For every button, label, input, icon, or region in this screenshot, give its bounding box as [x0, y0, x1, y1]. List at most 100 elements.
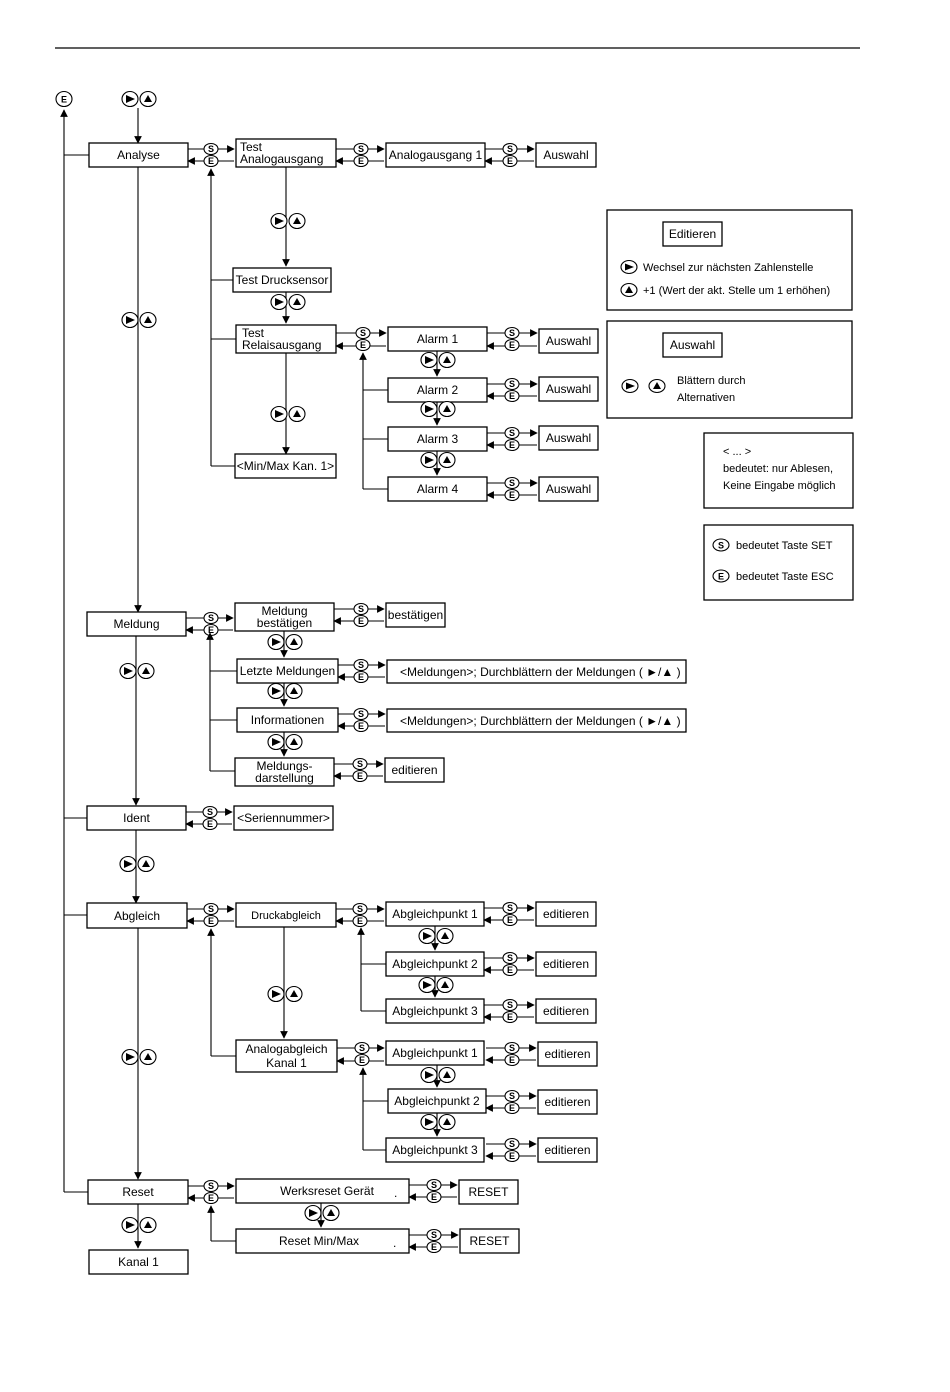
- menu-box-editieren-a3: [537, 1137, 598, 1163]
- right-up-keys-icon: [420, 400, 456, 418]
- menu-label-reset-minmax-dot: .: [393, 1236, 396, 1250]
- menu-label-abgleichpunkt-a3: Abgleichpunkt 3: [392, 1143, 478, 1157]
- right-up-keys-icon: [270, 293, 306, 311]
- menu-label-reset-1: RESET: [468, 1185, 509, 1199]
- menu-box-letzte-meldungen: [236, 658, 339, 684]
- right-up-keys-icon: [119, 855, 155, 873]
- menu-label-informationen: Informationen: [251, 713, 324, 727]
- menu-box-reset: [87, 1179, 189, 1205]
- menu-label-editieren-d2: editieren: [543, 957, 589, 971]
- menu-label-analyse: Analyse: [117, 148, 160, 162]
- right-up-keys-icon: [267, 633, 303, 651]
- set-esc-keys-icon: [504, 1137, 520, 1163]
- menu-box-alarm-1: [387, 326, 488, 352]
- menu-label-test-analog-1: Test: [240, 140, 263, 154]
- menu-box-auswahl-alarm-1: [538, 328, 599, 354]
- right-up-keys-icon: [270, 405, 306, 423]
- menu-label-editieren-a2: editieren: [544, 1095, 590, 1109]
- menu-box-bestaetigen: [385, 602, 446, 628]
- menu-box-editieren-d1: [535, 901, 597, 927]
- set-esc-keys-icon: [502, 951, 518, 977]
- menu-box-alarm-3: [387, 426, 488, 452]
- set-esc-keys-icon: [504, 377, 520, 403]
- svg-text:E: E: [718, 572, 724, 582]
- menu-label-seriennummer: <Seriennummer>: [237, 811, 330, 825]
- legend-readonly-line1: < ... >: [723, 446, 751, 458]
- set-esc-keys-icon: [426, 1228, 442, 1254]
- reset-section: Reset Werksreset Gerät . RESET Reset Min…: [87, 1178, 520, 1275]
- menu-label-test-analog-2: Analogausgang: [240, 152, 323, 166]
- right-up-keys-icon: [119, 662, 155, 680]
- menu-label-abgleichpunkt-d3: Abgleichpunkt 3: [392, 1004, 478, 1018]
- right-up-keys-icon: [121, 90, 157, 108]
- legend-auswahl-line2: Alternativen: [677, 392, 735, 404]
- menu-box-reset-1: [458, 1179, 519, 1205]
- menu-label-auswahl-alarm-2: Auswahl: [546, 382, 591, 396]
- menu-box-editieren-a2: [537, 1089, 598, 1115]
- set-esc-keys-icon: [355, 326, 371, 352]
- menu-label-minmax-kan1: <Min/Max Kan. 1>: [237, 459, 334, 473]
- menu-box-analogausgang-1: [385, 142, 486, 168]
- menu-label-analogabgleich-2: Kanal 1: [266, 1056, 307, 1070]
- menu-label-analogausgang-1: Analogausgang 1: [389, 148, 483, 162]
- menu-label-kanal1: Kanal 1: [118, 1255, 159, 1269]
- menu-box-meldung: [86, 611, 187, 637]
- menu-box-informationen: [236, 707, 339, 733]
- menu-label-letzte-meldungen: Letzte Meldungen: [240, 664, 335, 678]
- ident-section: Ident <Seriennummer>: [86, 805, 334, 831]
- menu-box-ident: [86, 805, 187, 831]
- menu-box-auswahl-analog: [535, 142, 597, 168]
- set-key-icon: S: [712, 538, 730, 552]
- esc-key-icon: E: [712, 569, 730, 583]
- svg-text:S: S: [718, 541, 724, 551]
- menu-box-druckabgleich: [235, 902, 337, 928]
- menu-label-alarm-3: Alarm 3: [417, 432, 459, 446]
- menu-label-editieren-meldung: editieren: [391, 763, 437, 777]
- set-esc-keys-icon: [203, 902, 219, 928]
- legend-auswahl-label-box: [662, 332, 723, 358]
- menu-box-seriennummer: [233, 805, 334, 831]
- menu-box-minmax-kan1: [234, 453, 337, 479]
- menu-label-ident: Ident: [123, 811, 150, 825]
- right-up-keys-icon: [267, 733, 303, 751]
- menu-label-druckabgleich: Druckabgleich: [251, 910, 321, 922]
- menu-label-auswahl-alarm-4: Auswahl: [546, 482, 591, 496]
- menu-box-abgleichpunkt-a3: [385, 1137, 485, 1163]
- menu-box-abgleichpunkt-a1: [385, 1040, 485, 1066]
- menu-label-editieren-d1: editieren: [543, 907, 589, 921]
- menu-box-werksreset: [235, 1178, 410, 1204]
- svg-text:E: E: [61, 95, 67, 105]
- menu-label-editieren-a1: editieren: [544, 1047, 590, 1061]
- right-up-keys-icon: [418, 976, 454, 994]
- right-up-keys-icon: [420, 451, 456, 469]
- menu-box-abgleichpunkt-d2: [385, 951, 485, 977]
- menu-box-analyse: [88, 142, 189, 168]
- right-up-keys-icon: [420, 1066, 456, 1084]
- menu-label-werksreset: Werksreset Gerät: [280, 1184, 374, 1198]
- set-esc-keys-icon: [504, 1041, 520, 1067]
- set-esc-keys-icon: [504, 476, 520, 502]
- menu-box-auswahl-alarm-2: [538, 376, 599, 402]
- menu-label-test-relais-1: Test: [242, 326, 265, 340]
- right-up-keys-icon: [267, 985, 303, 1003]
- right-up-keys-icon: [420, 1113, 456, 1131]
- legend-editieren-title: Editieren: [669, 227, 716, 241]
- menu-box-reset-2: [459, 1228, 520, 1254]
- legend-set-text: bedeutet Taste SET: [736, 540, 833, 552]
- set-esc-keys-icon: [504, 326, 520, 352]
- menu-label-reset: Reset: [122, 1185, 154, 1199]
- menu-label-meldung-best-1: Meldung: [261, 604, 307, 618]
- legend-box-keys: [703, 524, 854, 601]
- menu-label-abgleichpunkt-d2: Abgleichpunkt 2: [392, 957, 478, 971]
- legend-readonly-line2: bedeutet: nur Ablesen,: [723, 463, 833, 475]
- menu-label-reset-minmax: Reset Min/Max: [279, 1234, 359, 1248]
- right-key-icon: [621, 378, 639, 394]
- menu-label-meldungsdarst-1: Meldungs-: [256, 759, 312, 773]
- menu-label-abgleichpunkt-d1: Abgleichpunkt 1: [392, 907, 478, 921]
- menu-box-test-drucksensor: [232, 267, 332, 293]
- menu-label-meldungsdarst-2: darstellung: [255, 771, 314, 785]
- meldung-section: Meldung Meldung bestätigen bestätigen Le…: [86, 602, 687, 787]
- set-esc-keys-icon: [504, 1089, 520, 1115]
- right-up-keys-icon: [304, 1204, 340, 1222]
